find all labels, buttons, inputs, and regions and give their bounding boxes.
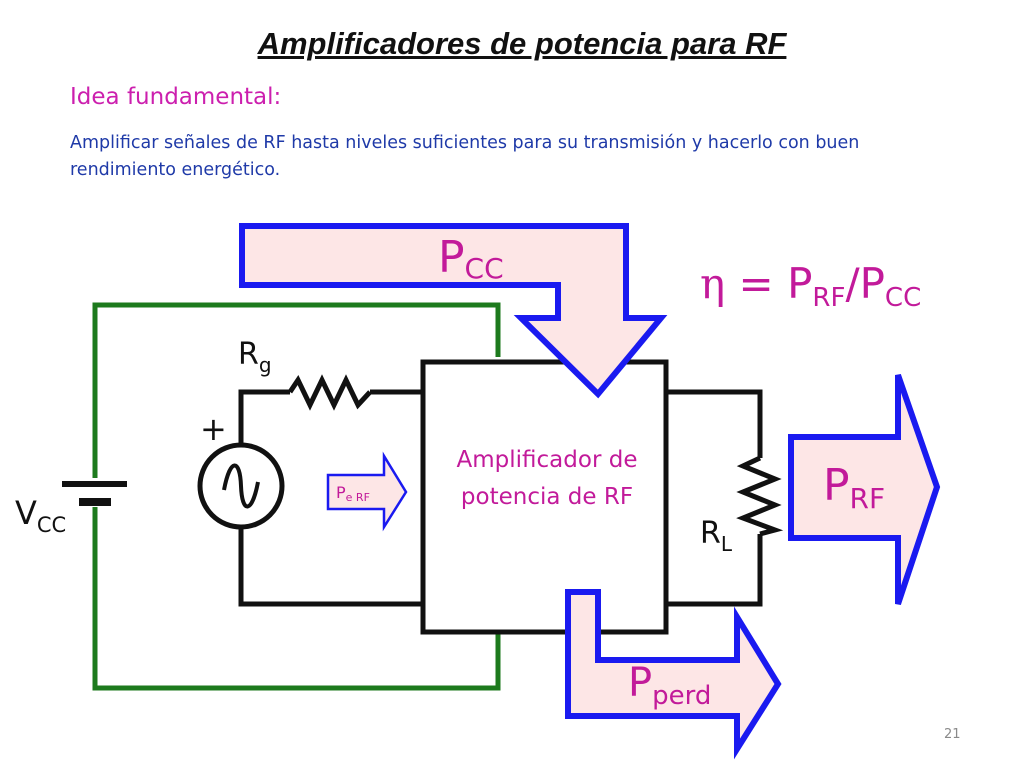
supply-wire-return	[92, 507, 501, 691]
vcc-label: VCC	[15, 494, 66, 537]
slide-number: 21	[944, 727, 961, 742]
pcc-label: PCC	[438, 232, 504, 285]
amplifier-box	[420, 359, 669, 635]
pperd-label: Pperd	[628, 660, 711, 711]
slide-description: Amplificar señales de RF hasta niveles s…	[70, 133, 860, 180]
input-wire-top	[238, 389, 290, 445]
slide-title: Amplificadores de potencia para RF	[257, 26, 787, 61]
sine-wave-icon	[222, 463, 260, 509]
output-wire-top	[666, 389, 763, 458]
supply-wire	[92, 302, 501, 478]
pcc-arrow	[239, 223, 668, 399]
prf-label: PRF	[823, 460, 885, 515]
pperd-arrow	[565, 589, 782, 760]
rg-label: Rg	[238, 337, 272, 377]
slide-subtitle: Idea fundamental:	[70, 84, 282, 110]
input-wire-bottom	[238, 527, 423, 607]
rl-label: RL	[700, 516, 733, 556]
efficiency-formula: η = PRF/PCC	[700, 259, 921, 313]
pe-rf-arrow	[326, 451, 408, 532]
amplifier-label-line1: Amplificador de	[457, 447, 638, 473]
rl-resistor	[736, 455, 784, 537]
output-wire-bottom	[666, 534, 763, 607]
pe-rf-label: Pe RF	[336, 483, 370, 504]
prf-arrow	[788, 374, 941, 605]
amplifier-label-line2: potencia de RF	[461, 484, 633, 510]
rg-resistor	[287, 374, 372, 411]
plus-sign: +	[200, 410, 227, 448]
